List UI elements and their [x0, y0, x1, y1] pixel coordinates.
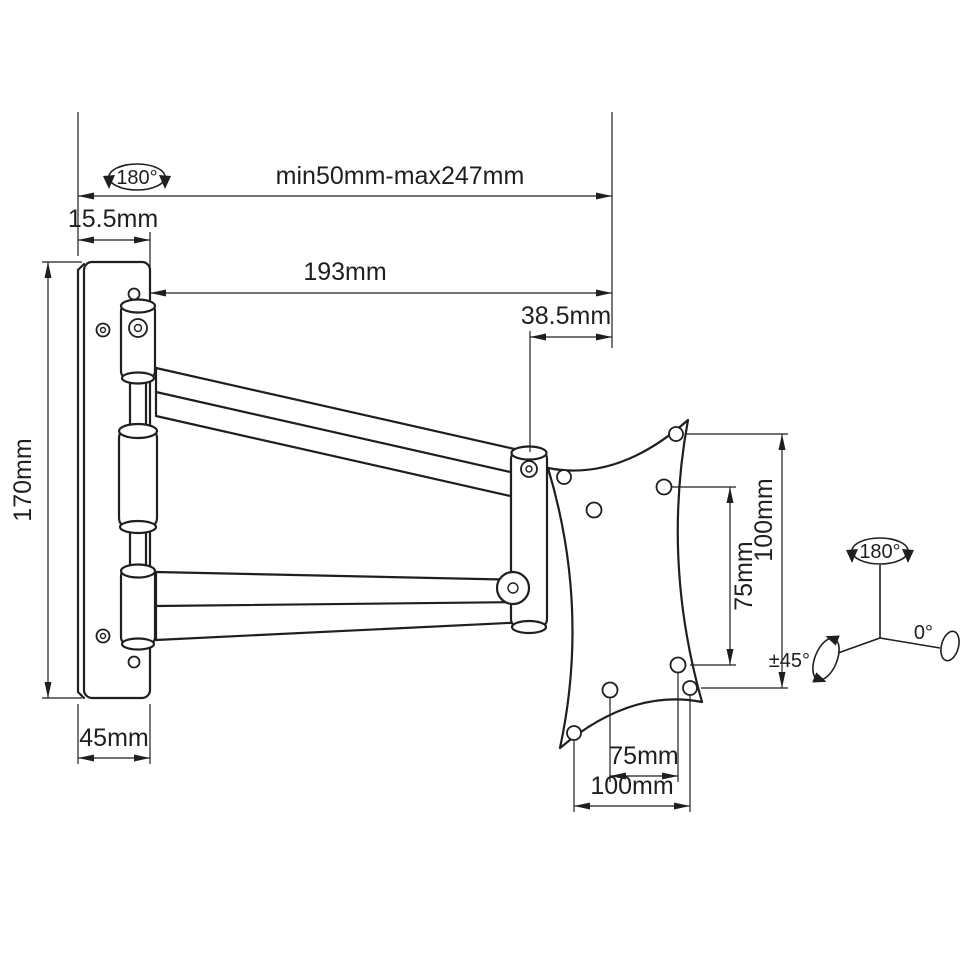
vesa-plate [546, 418, 704, 750]
vesa-hole [669, 656, 687, 674]
extension-range-label: min50mm-max247mm [276, 162, 525, 190]
indicator-wall-swivel: 180° [103, 163, 171, 191]
wall-plate-height-label: 170mm [9, 438, 37, 521]
dimension-vesa-horizontal-75: 75mm [609, 673, 679, 782]
vesa-horizontal-100-label: 100mm [590, 772, 673, 800]
dimension-wall-plate-width: 45mm [77, 704, 151, 764]
dimension-vesa-vertical-75: 75mm [672, 486, 758, 666]
corner-hole [556, 469, 572, 485]
wall-plate-width-label: 45mm [79, 724, 148, 752]
vesa-horizontal-75-label: 75mm [609, 742, 678, 770]
rotation-arrow-icon [159, 175, 171, 189]
tilt-range-label: ±45° [769, 650, 810, 672]
vesa-vertical-75-label: 75mm [730, 541, 758, 610]
indicator-tilt-range: ±45° [769, 635, 840, 683]
corner-hole [682, 680, 698, 696]
head-swivel-label: 180° [859, 541, 900, 563]
indicator-head-swivel: 180° [837, 537, 941, 654]
dimension-wall-plate-height: 170mm [9, 261, 82, 699]
wall-swivel-label: 180° [116, 167, 157, 189]
head-offset-label: 38.5mm [521, 302, 611, 330]
support-arms [154, 366, 530, 642]
rotation-arrow-icon [902, 549, 914, 563]
head-hinge-column [495, 445, 549, 635]
rotation-arrow-icon [103, 175, 115, 189]
dimension-head-offset: 38.5mm [521, 302, 612, 452]
dimension-vesa-vertical-100: 100mm [686, 433, 788, 689]
corner-hole [566, 725, 582, 741]
dimension-extension-range: min50mm-max247mm [77, 112, 613, 348]
rotation-arrow-icon [846, 549, 858, 563]
rotation-arrow-icon [825, 635, 840, 646]
vesa-vertical-100-label: 100mm [750, 478, 778, 561]
wall-plate-depth-label: 15.5mm [68, 205, 158, 233]
arm-reach-label: 193mm [303, 258, 386, 286]
dimension-vesa-horizontal-100: 100mm [573, 696, 691, 812]
vesa-hole [585, 501, 603, 519]
vesa-hole [655, 478, 673, 496]
indicator-tilt-neutral: 0° [914, 622, 960, 662]
corner-hole [668, 426, 684, 442]
rotation-arrow-icon [812, 672, 827, 683]
vesa-hole [601, 681, 619, 699]
dimension-wall-plate-depth: 15.5mm [68, 205, 158, 302]
tilt-neutral-label: 0° [914, 622, 933, 644]
wall-screw-hole [127, 287, 141, 301]
dimension-arm-reach: 193mm [150, 258, 612, 297]
wall-hinge-column [117, 298, 159, 651]
wall-screw-hole [127, 655, 141, 669]
